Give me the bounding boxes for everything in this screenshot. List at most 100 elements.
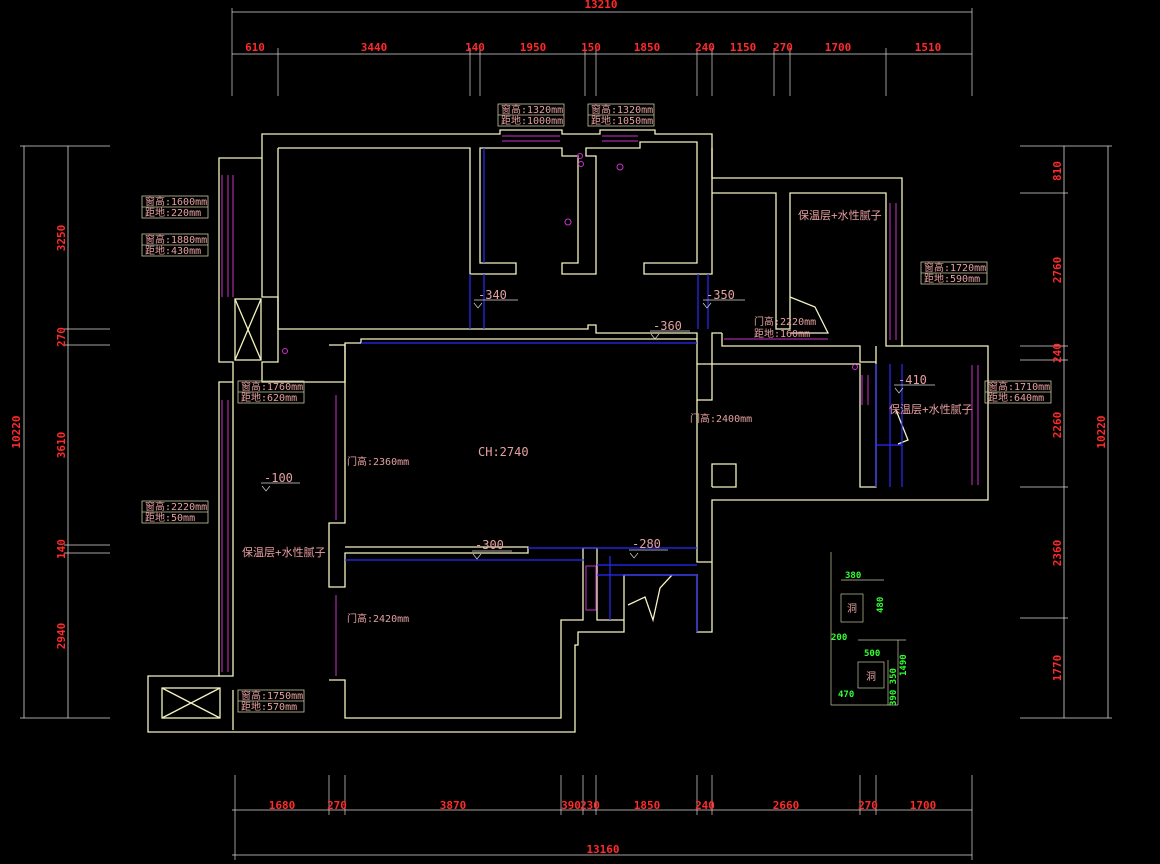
dim-bottom: 270 [858, 799, 878, 812]
door-height-label: 门高:2400mm [690, 412, 752, 425]
window-tag-height: 窗高:1880mm [145, 233, 207, 246]
window-tag-sill: 距地:590mm [924, 272, 980, 285]
dim-top: 1950 [520, 41, 547, 54]
void-boxes [161, 296, 909, 719]
level-mark: -280 [629, 537, 668, 559]
level-mark: -340 [473, 288, 518, 309]
window-tag: 窗高:1710mm 距地:640mm [984, 380, 1052, 404]
window-tag-sill: 距地:220mm [145, 206, 201, 219]
window-tag-sill: 距地:1050mm [591, 114, 653, 127]
window-tag: 窗高:1760mm 距地:620mm [237, 380, 305, 404]
level-mark: -350 [702, 288, 745, 309]
window-tag-height: 窗高:1720mm [924, 261, 986, 274]
right-dimensions: 810 2760 240 2260 2360 1770 10220 [1020, 145, 1112, 719]
window-tag: 窗高:1750mm 距地:570mm [237, 689, 305, 713]
dim-bottom: 390 [561, 799, 581, 812]
level-value: -100 [264, 471, 293, 485]
window-tag: 窗高:1320mm 距地:1050mm [587, 103, 655, 127]
dim-left: 3610 [55, 432, 68, 459]
dim-bottom: 270 [327, 799, 347, 812]
ceiling-height: CH:2740 [478, 445, 529, 459]
window-tag-height: 窗高:1710mm [988, 380, 1050, 393]
detail-bottom-box-label: 洞 [866, 671, 876, 683]
dim-bottom: 240 [695, 799, 715, 812]
window-tag-height: 窗高:1600mm [145, 195, 207, 208]
level-value: -350 [706, 288, 735, 302]
window-tag-height: 窗高:1320mm [501, 103, 563, 116]
dim-top: 150 [581, 41, 601, 54]
windows [221, 135, 979, 676]
door-window-note: 门高:2220mm 距地:160mm [754, 315, 816, 340]
dim-bottom: 1680 [269, 799, 296, 812]
dim-bottom: 2660 [773, 799, 800, 812]
level-mark: -360 [650, 319, 690, 340]
dim-left: 140 [55, 539, 68, 559]
detail-mid-width: 500 [864, 649, 880, 659]
detail-left-gap: 200 [831, 633, 847, 643]
left-dimensions: 10220 3250 270 3610 140 2940 [10, 145, 110, 719]
level-mark: -410 [894, 373, 935, 394]
level-value: -280 [632, 537, 661, 551]
dim-right: 2760 [1051, 257, 1064, 284]
dim-top: 140 [465, 41, 485, 54]
insulation-note: 保温层+水性腻子 [242, 545, 326, 559]
detail-top-box-label: 洞 [847, 603, 857, 615]
window-tag-height: 窗高:1320mm [591, 103, 653, 116]
dim-top: 1150 [730, 41, 757, 54]
dim-left-total: 10220 [10, 415, 23, 448]
dim-bottom: 1850 [634, 799, 661, 812]
window-tag-sill: 距地:570mm [241, 700, 297, 713]
dim-bottom: 1700 [910, 799, 937, 812]
detail-top-height: 480 [876, 597, 886, 613]
window-tag-height: 窗高:1750mm [241, 689, 303, 702]
dim-top: 1700 [825, 41, 852, 54]
dim-right: 1770 [1051, 655, 1064, 682]
dim-left: 3250 [55, 225, 68, 252]
level-mark: -100 [261, 471, 300, 492]
door-height-label: 门高:2420mm [347, 612, 409, 625]
dim-top: 1850 [634, 41, 661, 54]
leveling-lines [345, 148, 903, 632]
dim-right: 810 [1051, 161, 1064, 181]
dim-right: 240 [1051, 343, 1064, 363]
dim-right: 2260 [1051, 412, 1064, 439]
window-tag-sill: 距地:1000mm [501, 114, 563, 127]
door-height-label: 门高:2360mm [347, 455, 409, 468]
window-tag-sill: 距地:50mm [145, 511, 195, 524]
bottom-dimensions: 1680 270 3870 390 230 1850 240 2660 270 … [232, 775, 973, 860]
window-tag: 窗高:1880mm 距地:430mm [141, 233, 209, 257]
dim-total-bottom: 13160 [586, 843, 619, 856]
level-value: -410 [898, 373, 927, 387]
detail-top-width: 380 [845, 571, 861, 581]
top-dimensions: 13210 610 3440 140 1950 150 1850 240 115… [231, 0, 973, 96]
level-value: -360 [653, 319, 682, 333]
window-tag-height: 窗高:2220mm [145, 500, 207, 513]
walls [147, 129, 989, 733]
detail-bottom-marks: 390 350 [889, 668, 899, 706]
window-tag-sill: 距地:620mm [241, 391, 297, 404]
detail-side-height: 1490 [899, 654, 909, 676]
detail-bottom-width: 470 [838, 690, 854, 700]
dim-bottom: 230 [580, 799, 600, 812]
window-tag-height: 窗高:1760mm [241, 380, 303, 393]
dim-left: 2940 [55, 623, 68, 650]
window-tag: 窗高:1720mm 距地:590mm [920, 261, 988, 285]
dim-top: 1510 [915, 41, 942, 54]
level-mark: -300 [472, 538, 512, 560]
dim-top: 610 [245, 41, 265, 54]
dim-top: 240 [695, 41, 715, 54]
level-value: -300 [475, 538, 504, 552]
door-window-sill: 距地:160mm [754, 327, 810, 340]
window-tag-sill: 距地:430mm [145, 244, 201, 257]
dim-bottom: 3870 [440, 799, 467, 812]
dim-right: 2360 [1051, 540, 1064, 567]
dim-top: 3440 [361, 41, 388, 54]
window-tag-sill: 距地:640mm [988, 391, 1044, 404]
window-tag: 窗高:2220mm 距地:50mm [141, 500, 209, 524]
door-window-height: 门高:2220mm [754, 315, 816, 328]
window-tag: 窗高:1320mm 距地:1000mm [497, 103, 565, 127]
dim-total-top: 13210 [584, 0, 617, 11]
level-value: -340 [478, 288, 507, 302]
window-tag: 窗高:1600mm 距地:220mm [141, 195, 209, 219]
